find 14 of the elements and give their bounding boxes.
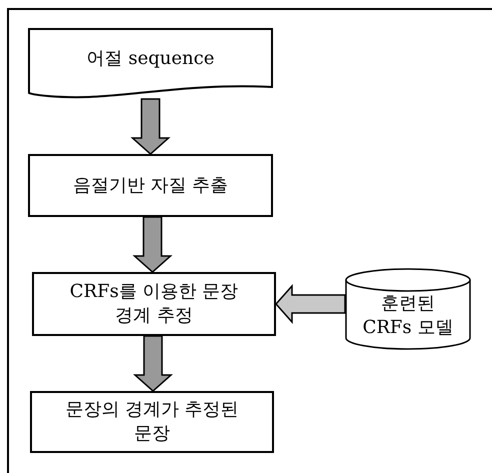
node-label: 음절기반 자질 추출: [72, 174, 230, 198]
block-arrow: [130, 98, 170, 155]
node-label: 어절 sequence: [86, 46, 216, 70]
process-box: [28, 154, 273, 217]
node-label: 훈련된 CRFs 모델: [362, 292, 454, 340]
node-label: 문장의 경계가 추정된 문장: [64, 398, 240, 446]
block-arrow: [133, 335, 173, 392]
document-shape: [28, 28, 273, 99]
block-arrow: [275, 284, 346, 324]
database-cylinder: [345, 268, 471, 350]
process-box: [32, 272, 276, 336]
node-label: CRFs를 이용한 문장 경계 추정: [68, 280, 240, 328]
process-box: [30, 391, 274, 453]
block-arrow: [132, 216, 172, 273]
